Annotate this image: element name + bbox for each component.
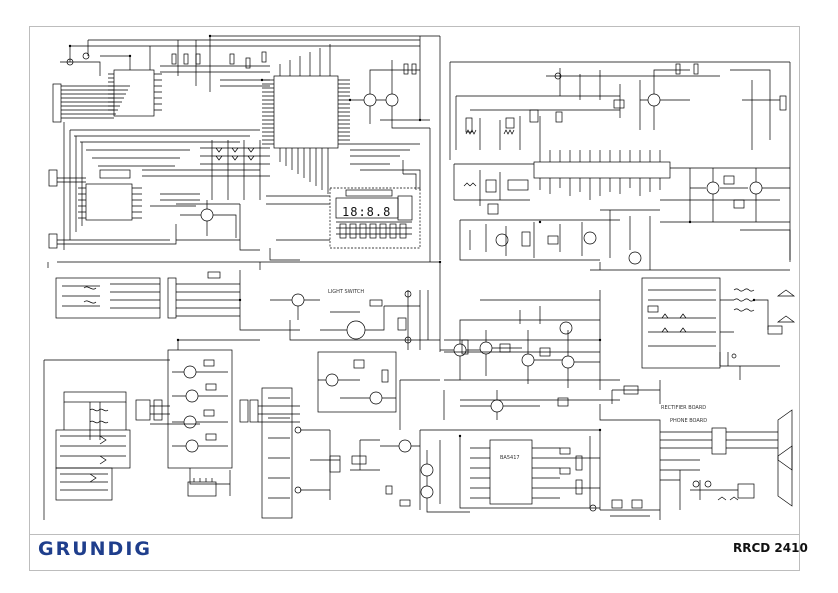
connector-cn2	[48, 169, 58, 187]
model-number: RRCD 2410	[733, 541, 808, 555]
switch-column	[261, 387, 293, 519]
rectifier-block	[641, 277, 721, 369]
motor-symbol	[346, 320, 366, 340]
junction-dots	[68, 34, 756, 438]
ic-tuner	[533, 161, 671, 179]
title-block-divider	[29, 534, 800, 535]
brand-logo: GRUNDIG	[38, 538, 152, 560]
phone-board-label: PHONE BOARD	[670, 418, 708, 424]
light-switch-label: LIGHT SWITCH	[328, 289, 365, 295]
ic-key-controller	[113, 69, 155, 117]
rectifier-board-label: RECTIFIER BOARD	[661, 405, 707, 411]
preamp-block	[167, 349, 233, 469]
speaker-right-icon	[777, 445, 793, 507]
tape-head-block	[55, 277, 161, 319]
warning-icon	[776, 289, 796, 323]
lcd-readout: 18:8.8	[342, 205, 392, 219]
display-module-outline	[329, 187, 421, 249]
connector-cn1	[52, 83, 62, 123]
drawing-frame	[29, 26, 800, 571]
ic-tuner-control	[85, 183, 133, 221]
ic-mcu	[273, 75, 339, 149]
ic-power-amp	[489, 439, 533, 505]
speaker-left-icon	[777, 409, 793, 471]
ic-main-label: BA5417	[500, 455, 520, 461]
connector-cn3	[48, 233, 58, 249]
